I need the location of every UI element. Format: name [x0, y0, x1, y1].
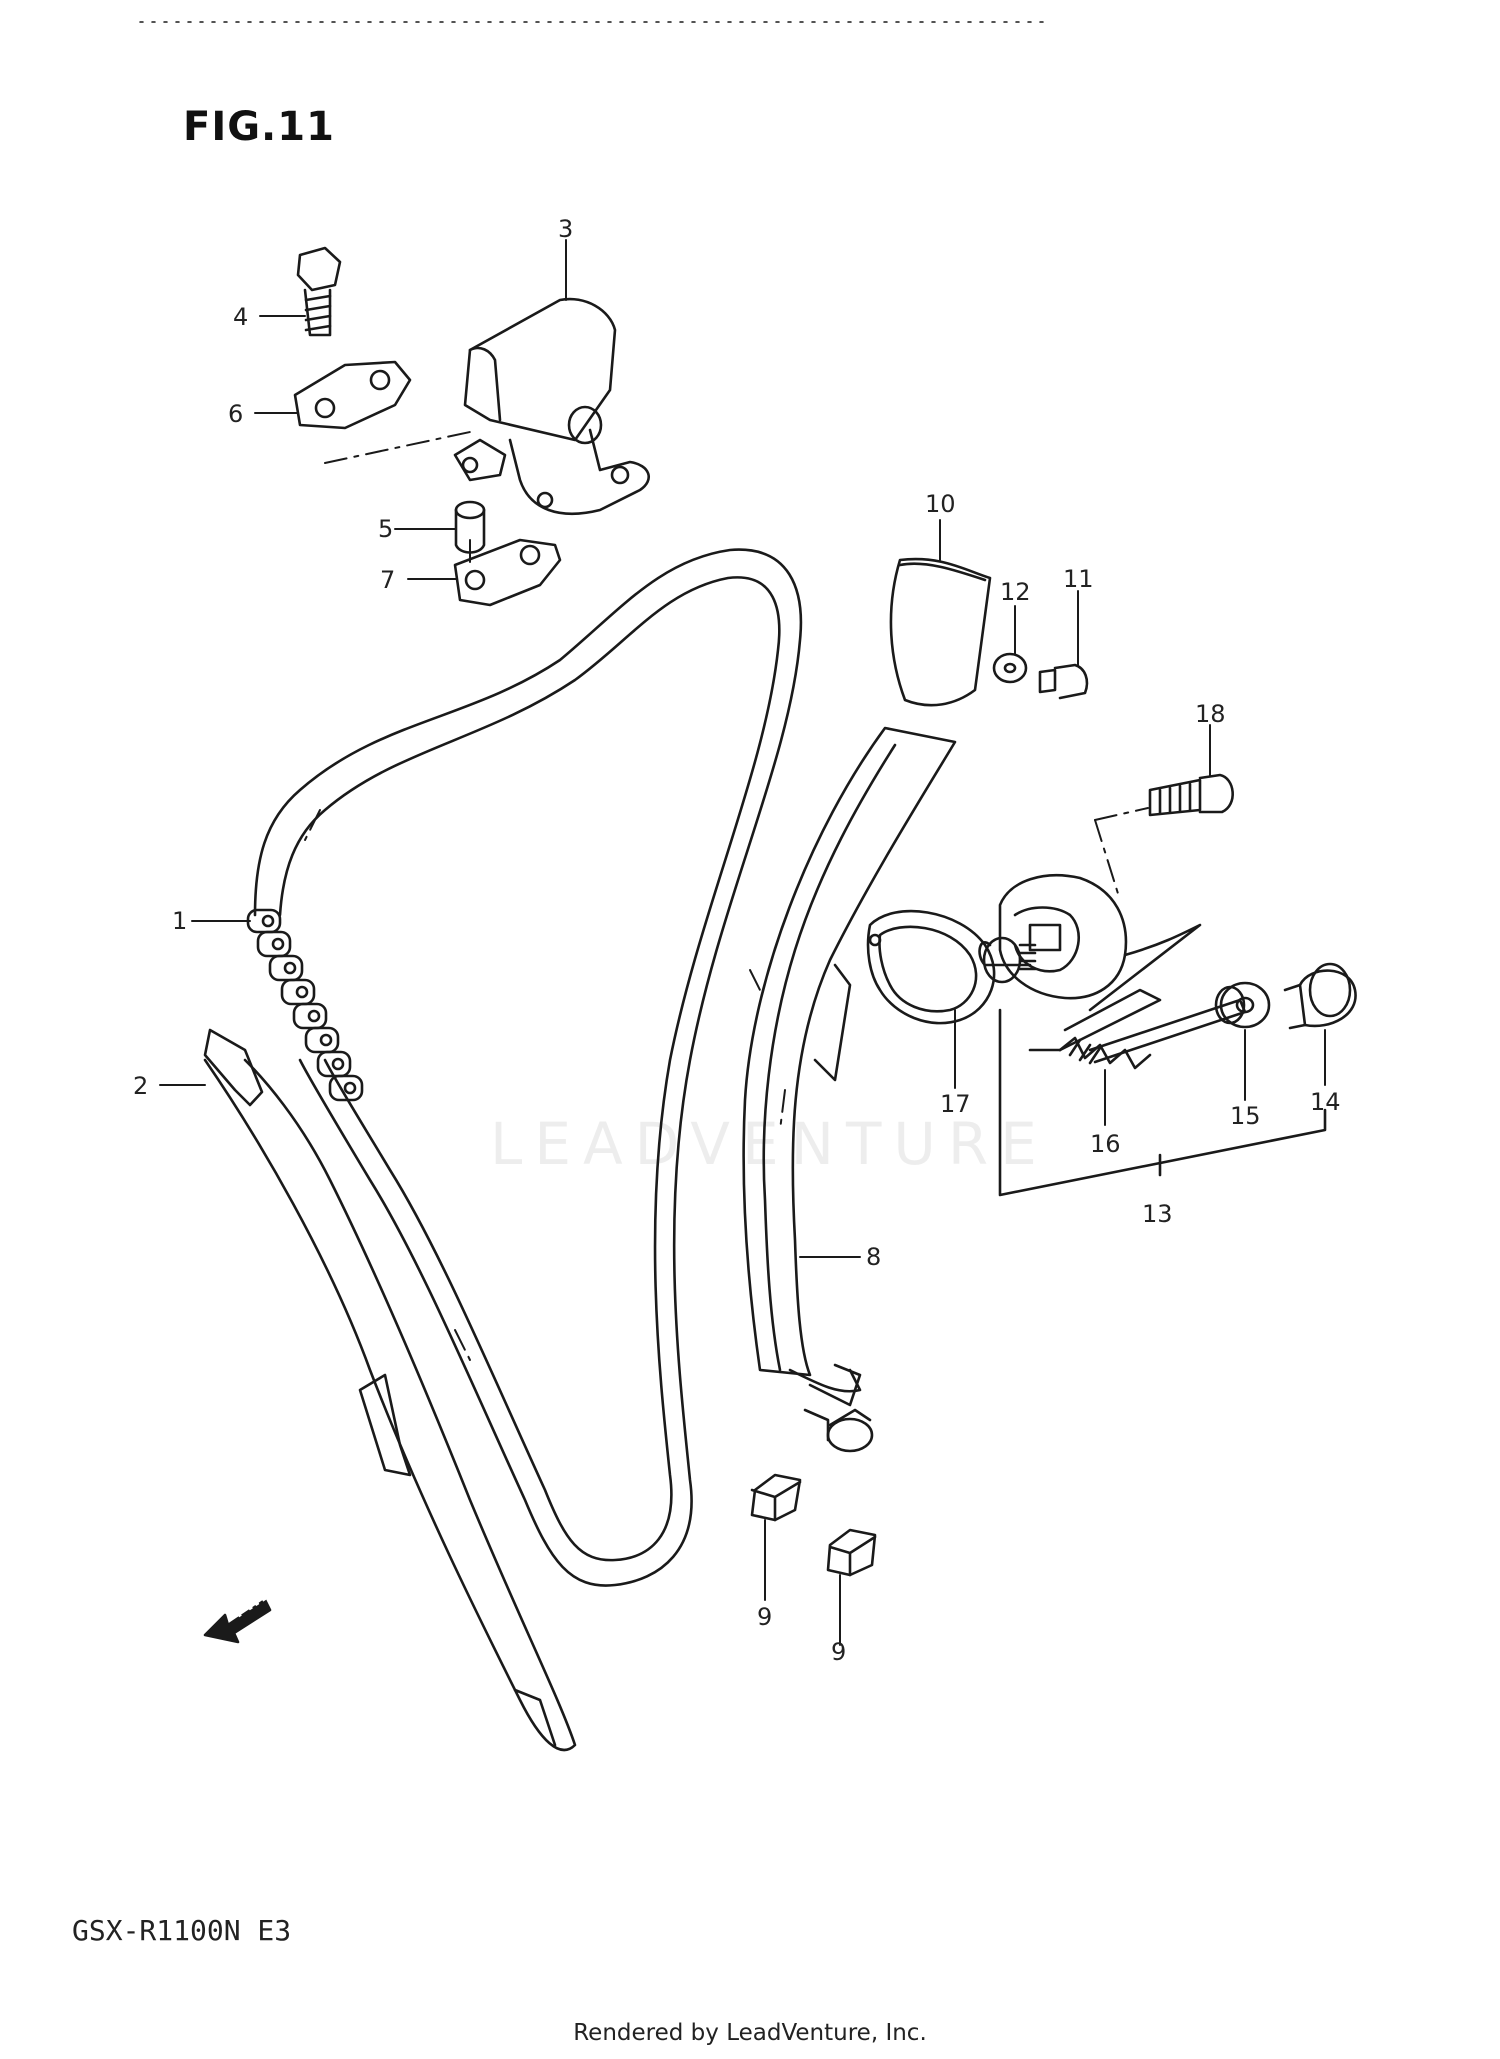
callout-1: 1	[172, 907, 188, 935]
tensioner-slipper-8	[742, 726, 957, 1453]
plate-6	[293, 360, 412, 430]
callout-7: 7	[380, 566, 396, 594]
callout-8: 8	[866, 1243, 882, 1271]
callout-3: 3	[558, 215, 574, 243]
fwd-arrow-icon	[203, 1598, 272, 1644]
callout-9a: 9	[757, 1603, 773, 1631]
callout-9b: 9	[831, 1638, 847, 1666]
callout-16: 16	[1090, 1130, 1121, 1158]
group-bracket-13	[998, 1008, 1327, 1197]
bolt-18	[1148, 773, 1234, 817]
callout-11: 11	[1063, 565, 1094, 593]
model-label: GSX-R1100N E3	[72, 1914, 292, 1947]
callout-5: 5	[378, 515, 394, 543]
cushion-9b	[826, 1528, 877, 1577]
cushion-9a	[750, 1473, 802, 1522]
gasket-17	[866, 909, 996, 1025]
tensioner-assembly-13	[978, 874, 1357, 1070]
chain-guide-upper-3	[453, 297, 650, 516]
callout-13: 13	[1142, 1200, 1173, 1228]
bolt-11	[1038, 663, 1089, 700]
guide-10	[889, 557, 992, 707]
chain-guide-2	[203, 1028, 577, 1752]
callout-18: 18	[1195, 700, 1226, 728]
callout-10: 10	[925, 490, 956, 518]
callout-6: 6	[228, 400, 244, 428]
callout-12: 12	[1000, 578, 1031, 606]
callout-15: 15	[1230, 1102, 1261, 1130]
leader-lines	[159, 239, 1326, 1646]
cam-chain-loop	[253, 548, 803, 1587]
plate-7	[453, 538, 562, 607]
figure-title: FIG.11	[183, 104, 335, 150]
callout-17: 17	[940, 1090, 971, 1118]
bolt-4	[296, 246, 342, 337]
footer-credit: Rendered by LeadVenture, Inc.	[573, 2020, 927, 2046]
washer-12	[992, 652, 1028, 684]
callout-14: 14	[1310, 1088, 1341, 1116]
callout-2: 2	[133, 1072, 149, 1100]
callout-4: 4	[233, 303, 249, 331]
connector-lines	[304, 431, 1149, 1361]
chain-links	[246, 908, 364, 1102]
